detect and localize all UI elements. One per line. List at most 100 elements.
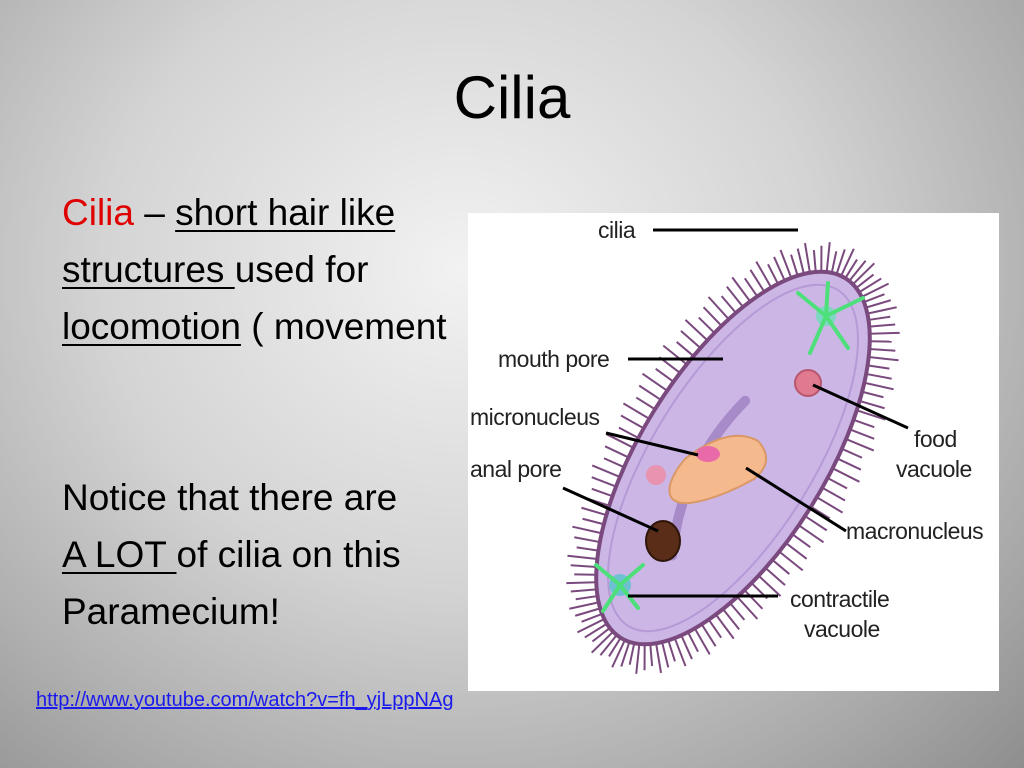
cilium-hair xyxy=(729,602,746,621)
cilium-hair xyxy=(707,296,730,320)
cilium-hair xyxy=(821,486,846,502)
label-contractile-1: contractile xyxy=(790,586,889,612)
label-food-vacuole-2: vacuole xyxy=(896,456,972,482)
youtube-link[interactable]: http://www.youtube.com/watch?v=fh_yjLppN… xyxy=(36,689,454,711)
cilium-hair xyxy=(575,595,598,601)
text-line-4: Notice that there are xyxy=(62,477,398,518)
cilium-hair xyxy=(867,306,897,315)
cilium-hair xyxy=(743,277,759,297)
cilium-hair xyxy=(576,546,599,552)
cilium-hair xyxy=(635,396,656,411)
cilium-hair xyxy=(574,607,601,617)
contractile-rays-top xyxy=(796,281,865,355)
cilium-hair xyxy=(863,293,885,304)
cilium-hair xyxy=(581,506,607,516)
definition-underlined-1: short hair like xyxy=(175,192,396,233)
cilium-hair xyxy=(591,476,617,488)
cilium-hair xyxy=(566,581,597,585)
cilium-hair xyxy=(852,262,876,286)
cilium-hair xyxy=(606,433,634,449)
cilium-hair xyxy=(700,623,717,647)
cilium-hair xyxy=(830,251,838,274)
cilium-hair xyxy=(680,634,693,660)
label-anal-pore: anal pore xyxy=(470,456,561,482)
cilium-hair xyxy=(611,639,626,668)
cilium-hair xyxy=(676,341,695,357)
text-line-3: locomotion ( movement xyxy=(62,298,542,355)
cilium-hair xyxy=(655,368,675,383)
label-cilia: cilia xyxy=(598,217,636,243)
cilium-hair xyxy=(635,643,641,674)
cilium-hair xyxy=(655,643,663,674)
cilium-hair xyxy=(849,428,875,440)
cilium-hair xyxy=(576,618,605,634)
cilia-term: Cilia xyxy=(62,192,134,233)
cilium-hair xyxy=(722,608,740,630)
cilium-hair xyxy=(599,634,618,656)
cilium-hair xyxy=(581,612,603,623)
text-line-6: Paramecium! xyxy=(62,591,280,632)
text-line-2: structures used for xyxy=(62,241,542,298)
cilium-hair xyxy=(693,627,711,655)
cilium-hair xyxy=(832,467,860,483)
cilium-hair xyxy=(620,414,645,430)
cilium-hair xyxy=(662,344,688,366)
cilium-hair xyxy=(591,627,611,643)
cilium-hair xyxy=(767,263,779,285)
cilium-hair xyxy=(667,640,676,662)
cilium-hair xyxy=(868,356,899,362)
label-micronucleus: micronucleus xyxy=(470,404,600,430)
cilium-hair xyxy=(582,517,605,526)
cilium-hair xyxy=(869,347,896,352)
text-line-5: A LOT of cilia on this xyxy=(62,526,542,583)
cilium-hair xyxy=(771,559,790,575)
cilium-hair xyxy=(858,277,882,294)
cilium-hair xyxy=(779,249,793,279)
cilium-hair xyxy=(796,248,805,275)
cilium-hair xyxy=(848,260,867,282)
paramecium-diagram: cilia mouth pore micronucleus anal pore … xyxy=(468,213,999,691)
cilium-hair xyxy=(790,254,799,276)
cilium-hair xyxy=(785,542,808,560)
cilium-hair xyxy=(840,248,855,277)
cilium-hair xyxy=(591,487,613,498)
cilium-hair xyxy=(641,372,668,392)
body-text: Cilia – short hair like structures used … xyxy=(62,184,542,640)
cilium-hair xyxy=(803,242,811,273)
cilium-hair xyxy=(778,550,804,572)
cilium-hair xyxy=(853,418,875,429)
cilium-hair xyxy=(869,331,900,335)
cilium-hair xyxy=(628,642,636,665)
cilium-hair xyxy=(855,273,875,289)
pointer-lines xyxy=(562,228,909,598)
cilium-hair xyxy=(608,637,622,657)
cilium-hair xyxy=(702,306,723,327)
cilium-hair xyxy=(812,249,817,273)
locomotion-word: locomotion xyxy=(62,306,241,347)
cilium-hair xyxy=(572,525,602,535)
cilium-hair xyxy=(861,282,890,298)
cilium-hair xyxy=(638,384,662,401)
cilium-hair xyxy=(707,619,723,639)
cilium-hair xyxy=(816,496,844,514)
cilium-hair xyxy=(570,588,597,593)
cilium-hair xyxy=(649,643,654,667)
cilium-hair xyxy=(736,596,759,620)
cilium-hair xyxy=(620,641,631,667)
cilium-hair xyxy=(841,447,863,459)
cilium-hair xyxy=(827,477,848,490)
cilium-hair xyxy=(622,402,650,420)
cilium-hair xyxy=(720,295,737,314)
cilium-hair xyxy=(731,276,751,303)
cilium-hair xyxy=(603,457,625,469)
small-vacuole xyxy=(646,465,666,485)
cilia-hairs xyxy=(566,242,900,674)
cilium-hair xyxy=(861,390,884,399)
cilium-hair xyxy=(757,574,782,597)
cilia-on-this: of cilia on this xyxy=(176,534,401,575)
cilium-hair xyxy=(618,426,639,439)
cilium-hair xyxy=(825,242,831,273)
cilium-hair xyxy=(798,524,825,544)
label-food-vacuole-1: food xyxy=(914,426,957,452)
a-lot-underlined: A LOT xyxy=(62,534,177,575)
